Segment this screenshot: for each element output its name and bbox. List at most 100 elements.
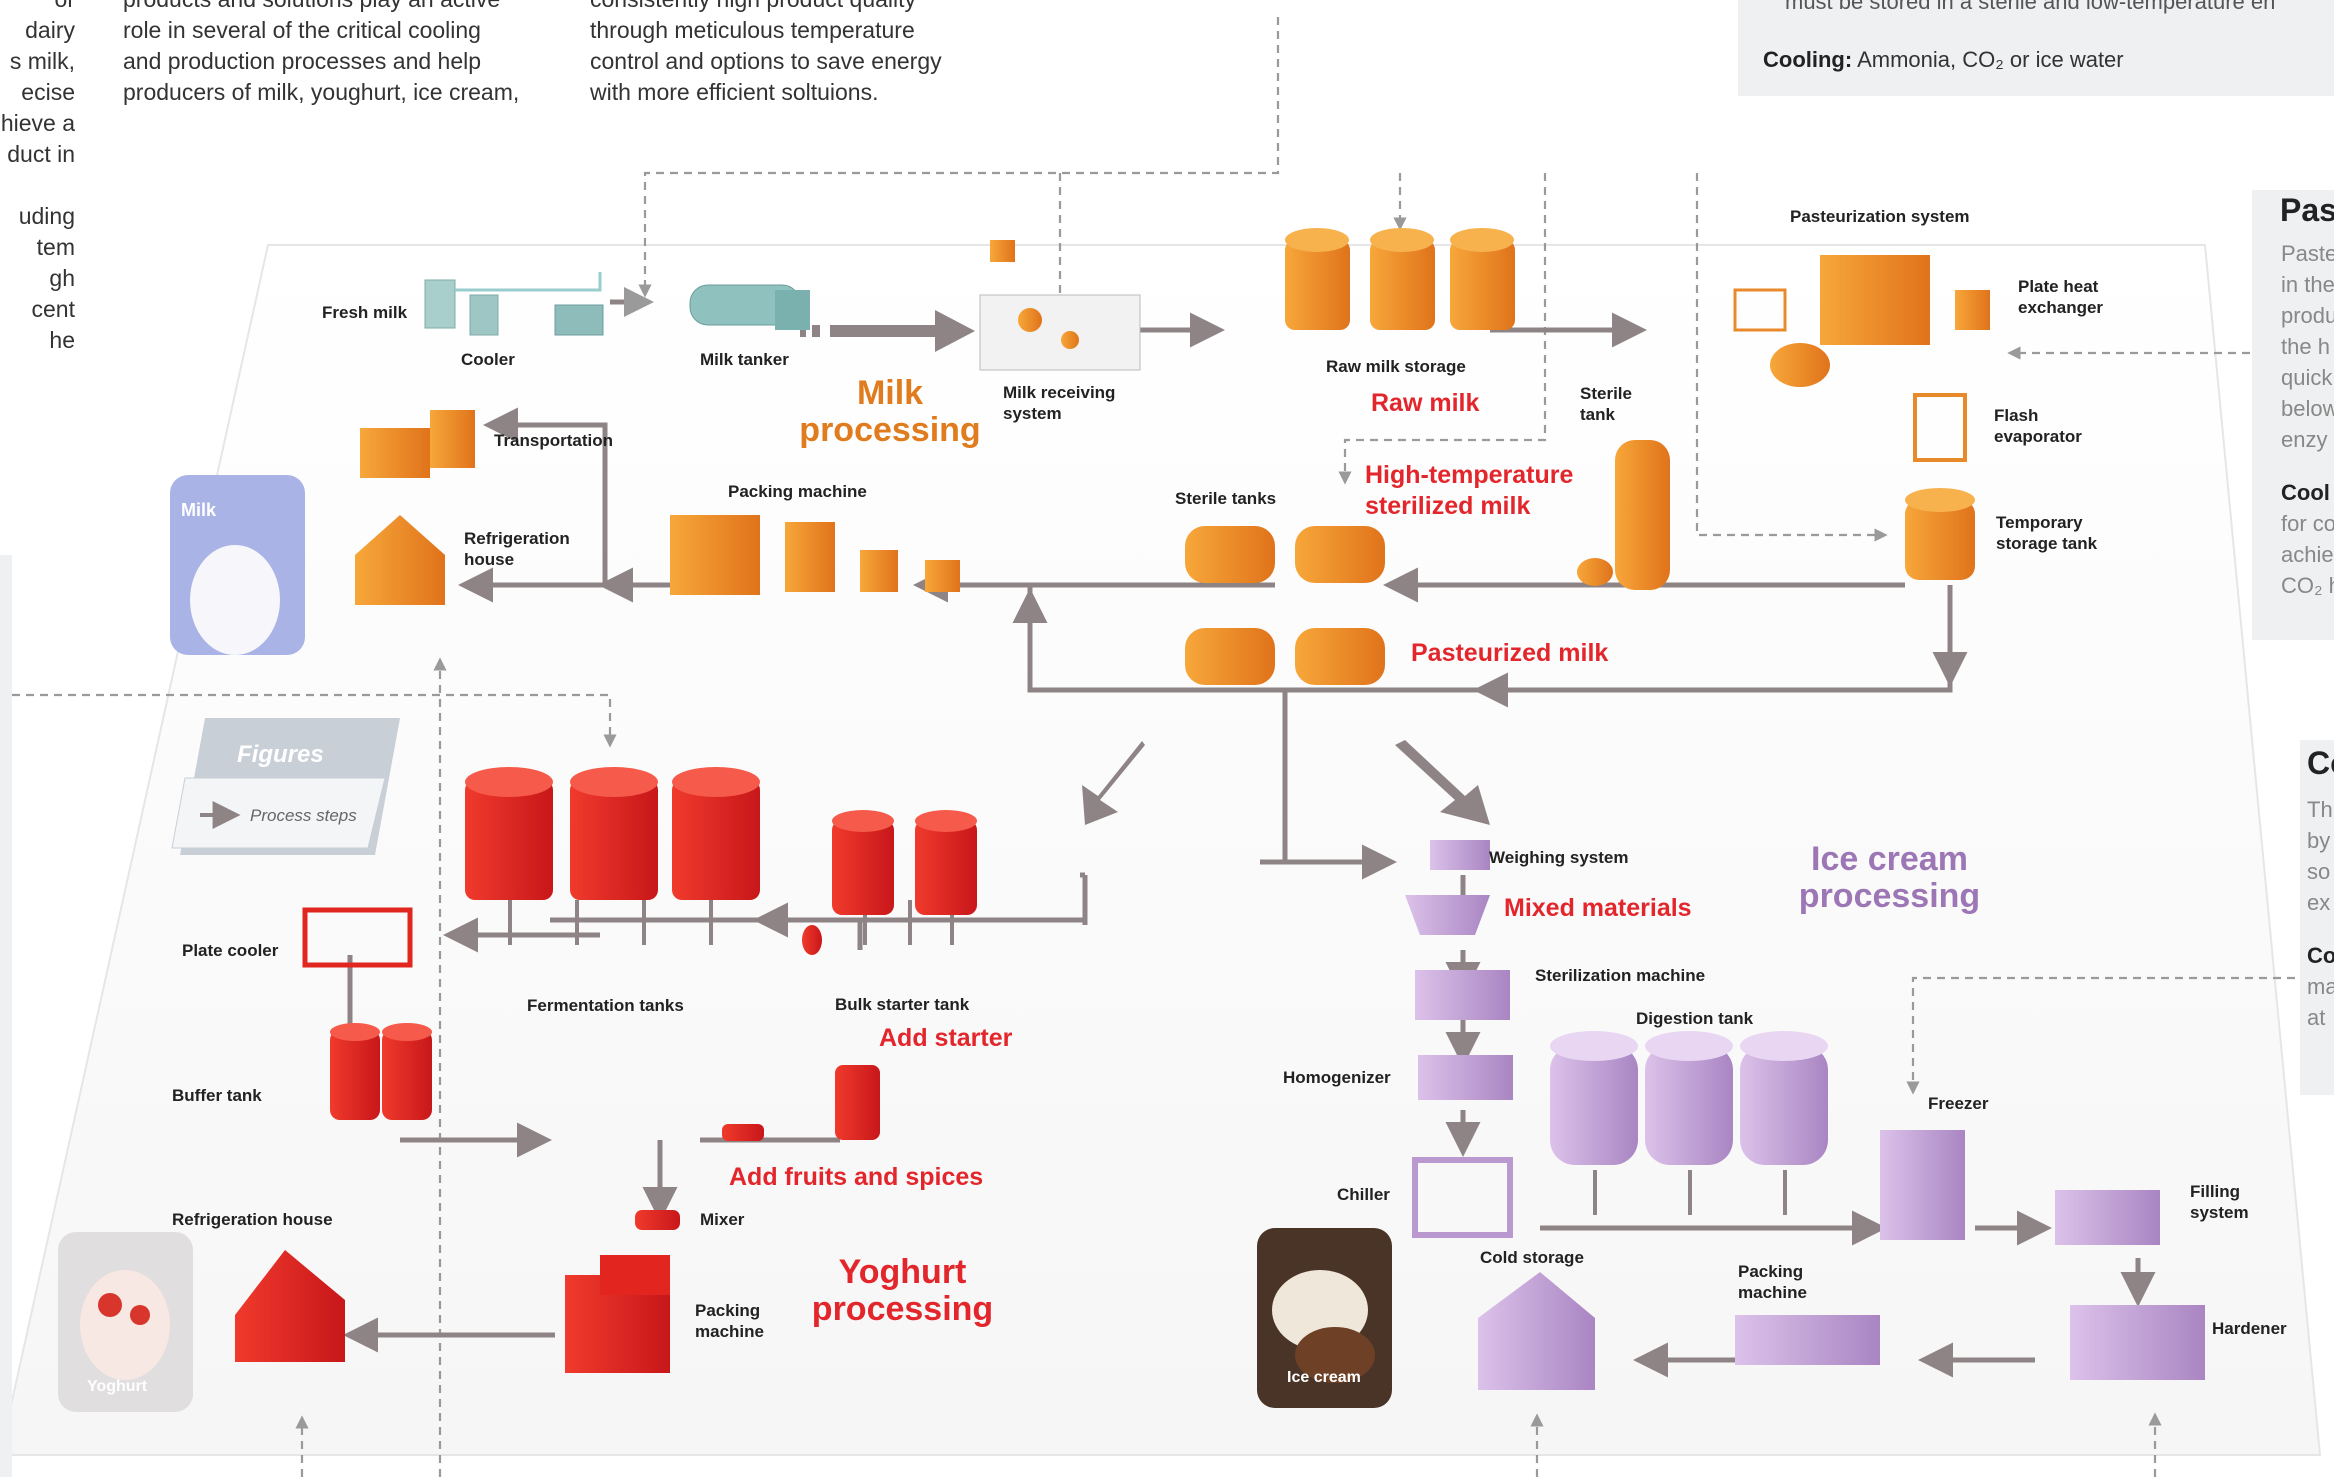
label-line: Refrigeration [464, 529, 570, 548]
intro-col3-line: control and options to save energy [590, 48, 942, 74]
label-weighing-system: Weighing system [1489, 848, 1629, 867]
top-info-panel-bg [1738, 0, 2334, 96]
label-raw-milk-storage: Raw milk storage [1326, 357, 1466, 376]
intro-col1: or dairy s milk, ecise hieve a duct in u… [0, 0, 75, 356]
label-line: storage tank [1996, 534, 2098, 553]
right-panel-1-body: Paste in the produ the h quick below enz… [2281, 238, 2334, 601]
photo-label-yoghurt: Yoghurt [87, 1378, 148, 1395]
label-line: Packing [695, 1301, 761, 1320]
stage-add-fruits: Add fruits and spices [729, 1163, 984, 1191]
intro-col1-line: or [0, 0, 75, 15]
label-sterilization-machine: Sterilization machine [1535, 966, 1706, 985]
icecream-title-line: Ice cream [1811, 840, 1968, 878]
label-ic-packing-machine: Packing machine [1738, 1261, 1807, 1303]
icecream-processing-title: Ice cream processing [1787, 841, 1992, 915]
intro-col1-line: cent [31, 296, 75, 322]
intro-col1-line [0, 170, 75, 201]
right-panel-1-line: below [2281, 396, 2334, 421]
right-panel-1-line: CO₂ h [2281, 573, 2334, 598]
intro-col2-line: producers of milk, youghurt, ice cream, [123, 79, 520, 105]
stage-hts-line: High-temperature [1365, 461, 1574, 489]
legend [171, 718, 400, 855]
label-buffer-tank: Buffer tank [172, 1086, 262, 1105]
cooling-text: Ammonia, CO₂ or ice water [1857, 47, 2124, 72]
pasteurizer-shape [1820, 255, 1930, 345]
right-panel-1-line: in the [2281, 272, 2334, 297]
intro-col1-line: uding [18, 203, 75, 229]
intro-col2: products and solutions play an active ro… [123, 0, 563, 108]
icecream-title-line: processing [1798, 877, 1981, 915]
right-panel-1-bg [2252, 190, 2334, 640]
top-panel-line: must be stored in a sterile and low-temp… [1785, 0, 2276, 14]
yoghurt-equipment [235, 767, 977, 1373]
milk-equipment [355, 228, 1990, 685]
label-line: evaporator [1994, 427, 2082, 446]
stage-hts-line: sterilized milk [1365, 492, 1531, 520]
right-panel-2-bold: Co [2307, 943, 2334, 968]
right-panel-2-line: ma [2307, 974, 2334, 999]
right-panel-1-line: produ [2281, 303, 2334, 328]
label-hardener: Hardener [2212, 1319, 2287, 1338]
right-panel-2-bg [2300, 740, 2334, 1095]
intro-col3-line: with more efficient soltuions. [590, 79, 879, 105]
label-packing-machine: Packing machine [728, 482, 867, 501]
right-panel-1-heading: Pas [2280, 192, 2334, 228]
label-cooler: Cooler [461, 350, 515, 369]
icecream-equipment [1405, 840, 2205, 1390]
stage-raw-milk: Raw milk [1371, 389, 1480, 417]
raw-milk-tanks [1285, 228, 1515, 330]
intro-col2-line: role in several of the critical cooling [123, 17, 481, 43]
label-line: Milk receiving [1003, 383, 1116, 402]
label-line: machine [1738, 1283, 1807, 1302]
cooler-shape [424, 279, 456, 329]
intro-col1-line: dairy [25, 17, 75, 43]
label-freezer: Freezer [1928, 1094, 1989, 1113]
label-filling-system: Filling system [2190, 1181, 2249, 1223]
intro-col1-line: he [49, 327, 75, 353]
label-cold-storage: Cold storage [1480, 1248, 1584, 1267]
label-fermentation-tanks: Fermentation tanks [527, 996, 684, 1015]
right-panel-1-line: the h [2281, 334, 2330, 359]
intro-col1-line: duct in [7, 141, 75, 167]
label-flash-evaporator: Flash evaporator [1994, 405, 2082, 447]
label-plate-cooler: Plate cooler [182, 941, 279, 960]
flow-arrows [800, 310, 1490, 825]
yoghurt-processing-title: Yoghurt processing [800, 1254, 1005, 1328]
intro-col1-line: hieve a [0, 110, 75, 136]
label-milk-tanker: Milk tanker [700, 350, 789, 369]
label-y-packing-machine: Packing machine [695, 1300, 764, 1342]
dashed-connectors [12, 17, 2295, 1477]
label-line: Plate heat [2018, 277, 2099, 296]
label-pasteurization-system: Pasteurization system [1790, 207, 1970, 226]
label-sterile-tanks: Sterile tanks [1175, 489, 1277, 508]
label-mixer: Mixer [700, 1210, 745, 1229]
right-panel-2-heading: Co [2307, 745, 2334, 781]
label-line: system [2190, 1203, 2249, 1222]
intro-col2-line: products and solutions play an active [123, 0, 563, 15]
intro-col1-line: ecise [21, 79, 75, 105]
milk-title-line: Milk [856, 374, 924, 412]
stage-add-starter: Add starter [879, 1024, 1013, 1052]
right-panel-1-line: enzy [2281, 427, 2328, 452]
label-line: tank [1580, 405, 1615, 424]
stage-pasteurized-milk: Pasteurized milk [1411, 639, 1609, 667]
stage-hts-milk: High-temperature sterilized milk [1365, 460, 1573, 522]
label-plate-heat-exchanger: Plate heat exchanger [2018, 276, 2103, 318]
label-bulk-starter-tank: Bulk starter tank [835, 995, 970, 1014]
right-panel-2-line: so [2307, 859, 2331, 884]
label-chiller: Chiller [1337, 1185, 1390, 1204]
milk-processing-title: Milk processing [795, 375, 985, 449]
top-panel-cooling: Cooling: Ammonia, CO₂ or ice water [1763, 47, 2124, 73]
label-line: Temporary [1996, 513, 2083, 532]
label-line: machine [695, 1322, 764, 1341]
stage-mixed-materials: Mixed materials [1504, 894, 1692, 922]
label-y-refrigeration-house: Refrigeration house [172, 1210, 333, 1229]
label-refrigeration-house: Refrigeration house [464, 528, 570, 570]
intro-col3: consistently high product quality throug… [590, 0, 990, 108]
label-temporary-storage: Temporary storage tank [1996, 512, 2097, 554]
label-line: system [1003, 404, 1062, 423]
legend-item: Process steps [250, 806, 357, 825]
label-transportation: Transportation [494, 431, 614, 450]
right-panel-1-line: Paste [2281, 241, 2334, 266]
intro-col1-line: gh [49, 265, 75, 291]
